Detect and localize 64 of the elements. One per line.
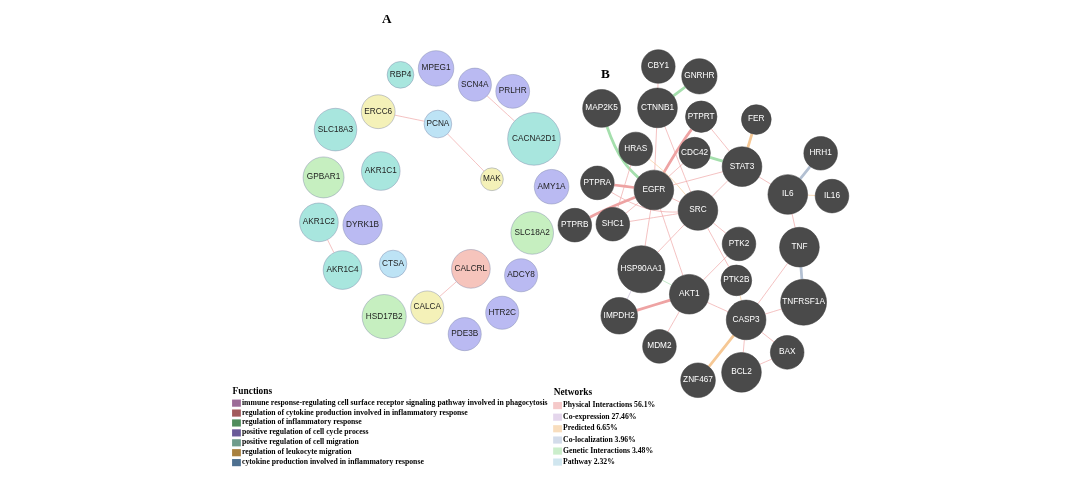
connector bbox=[711, 180, 728, 197]
connector bbox=[657, 83, 658, 89]
connector bbox=[806, 194, 815, 196]
connector bbox=[798, 165, 811, 180]
label: Functions bbox=[232, 385, 272, 396]
connector bbox=[742, 339, 745, 353]
legend-label: positive regulation of cell migration bbox=[241, 437, 359, 447]
connector bbox=[438, 281, 457, 297]
connector bbox=[628, 213, 679, 222]
connector bbox=[757, 262, 788, 305]
legend-label: regulation of cytokine production involved in inflammatory response bbox=[241, 407, 468, 417]
connector bbox=[616, 164, 631, 209]
connector bbox=[666, 311, 680, 333]
connector bbox=[709, 156, 723, 163]
connector bbox=[712, 222, 726, 234]
legend-label: Co-localization 3.96% bbox=[562, 434, 636, 444]
connector bbox=[657, 224, 684, 253]
connector bbox=[706, 227, 729, 268]
legend-label: regulation of leukocyte migration bbox=[241, 447, 352, 457]
legend-label: cytokine production involved in inflammatory response bbox=[241, 457, 424, 467]
connector bbox=[745, 133, 753, 149]
connector bbox=[758, 358, 772, 365]
connector bbox=[710, 128, 730, 152]
connector bbox=[707, 334, 735, 368]
connector bbox=[653, 127, 657, 171]
connector bbox=[799, 266, 803, 280]
connector bbox=[648, 158, 686, 196]
connector bbox=[625, 202, 639, 214]
connector bbox=[672, 171, 723, 186]
legend-label: Genetic Interactions 3.48% bbox=[562, 445, 653, 455]
connector bbox=[758, 176, 771, 185]
connector bbox=[791, 213, 795, 229]
connector bbox=[661, 279, 672, 286]
connector bbox=[659, 208, 683, 276]
connector bbox=[610, 191, 678, 213]
connector bbox=[739, 295, 742, 301]
connector bbox=[664, 126, 691, 193]
connector bbox=[662, 128, 693, 174]
legend-label: Pathway 2.32% bbox=[562, 456, 615, 466]
connector bbox=[394, 114, 425, 122]
legend-label: positive regulation of cell cycle process bbox=[241, 427, 369, 437]
connector bbox=[644, 209, 651, 247]
label: B bbox=[600, 65, 610, 81]
connector bbox=[588, 195, 636, 219]
connector bbox=[626, 290, 632, 300]
connector bbox=[671, 198, 680, 203]
connector bbox=[667, 163, 683, 177]
legend-label: regulation of inflammatory response bbox=[241, 417, 362, 427]
connector bbox=[760, 331, 774, 343]
connector bbox=[635, 298, 671, 312]
legend-label: Physical Interactions 56.1% bbox=[562, 400, 655, 410]
legend-label: immune response-regulating cell surface receptor signaling pathway involved in phagocytosis bbox=[241, 397, 548, 407]
connector bbox=[605, 126, 639, 179]
connector bbox=[764, 308, 782, 315]
connector bbox=[702, 255, 727, 281]
connector bbox=[613, 183, 634, 189]
connector bbox=[446, 133, 484, 172]
connector bbox=[326, 239, 334, 253]
legend-label: Predicted 6.65% bbox=[562, 423, 618, 433]
label: A bbox=[381, 11, 392, 27]
legend-label: Co-expression 27.46% bbox=[562, 411, 637, 421]
label: Networks bbox=[553, 386, 592, 397]
connector bbox=[486, 95, 515, 122]
connector bbox=[706, 302, 728, 313]
